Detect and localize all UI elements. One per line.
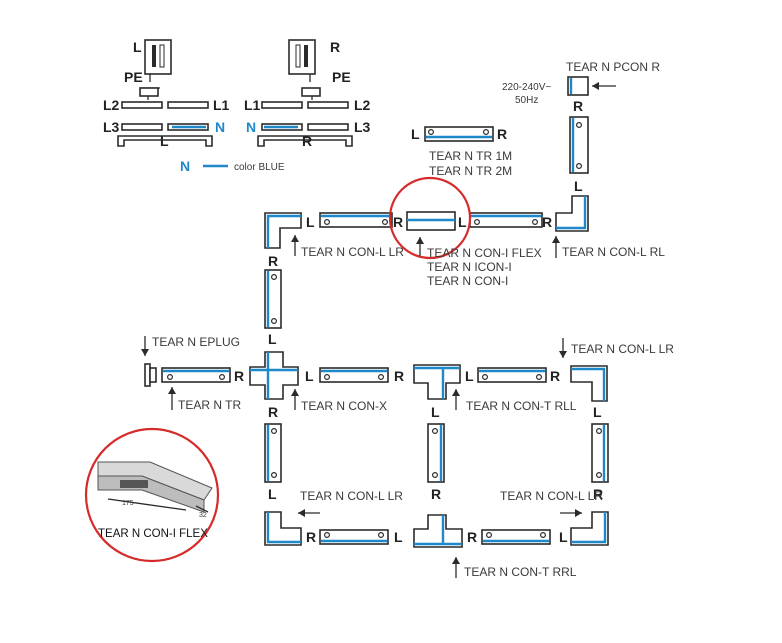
con-l-rl-label: TEAR N CON-L RL	[562, 245, 665, 259]
track-vertical-top-right	[569, 116, 589, 174]
tr12-r-letter: R	[497, 126, 507, 142]
pcon-r-letter: R	[573, 98, 583, 114]
inset-flex-connector: 175 32 TEAR N CON-I FLEX	[84, 427, 220, 563]
tee-con-t-rll	[413, 364, 461, 400]
pcon-connector	[567, 76, 589, 96]
wiring-left-pe: PE	[124, 69, 143, 85]
flex-label-2: TEAR N ICON-I	[427, 260, 512, 274]
legend-text: color BLUE	[234, 162, 285, 173]
frequency-label: 50Hz	[515, 95, 538, 106]
corner-con-l-top-right	[555, 195, 589, 232]
con-l-lr-top-label: TEAR N CON-L LR	[301, 245, 404, 259]
pcon-label: TEAR N PCON R	[566, 60, 660, 74]
track-row2-a	[319, 367, 389, 383]
row1-r1: R	[393, 214, 403, 230]
end-plug	[144, 363, 157, 387]
track-row3-a	[319, 529, 389, 545]
col-right-r: R	[593, 486, 603, 502]
wiring-right-l2: L2	[354, 97, 371, 113]
voltage-label: 220-240V~	[502, 82, 551, 93]
eplug-label: TEAR N EPLUG	[152, 335, 240, 349]
row2-r3: R	[550, 368, 560, 384]
inset-dim-b: 32	[199, 512, 207, 519]
plug-icon-right	[288, 39, 316, 75]
wiring-right-n: N	[246, 119, 256, 135]
row2-l1: L	[305, 368, 314, 384]
track-row3-b	[481, 529, 551, 545]
row2-r1: R	[234, 368, 244, 384]
wiring-left-bottom: L	[160, 133, 169, 149]
con-l-lr-right-label: TEAR N CON-L LR	[571, 342, 674, 356]
con-x-label: TEAR N CON-X	[301, 399, 387, 413]
wiring-left-l3: L3	[103, 119, 120, 135]
track-col-left-b	[264, 423, 282, 483]
track-col-left-a	[264, 269, 282, 329]
col-left-l2: L	[268, 486, 277, 502]
row3-r2: R	[467, 529, 477, 545]
corner-con-l-top-left	[264, 212, 302, 249]
con-i-flex-connector	[406, 211, 456, 231]
row3-l2: L	[559, 529, 568, 545]
track-row1-b	[469, 212, 543, 228]
track-col-right	[591, 423, 609, 483]
con-t-rrl-label: TEAR N CON-T RRL	[464, 565, 577, 579]
col-mid-r: R	[431, 486, 441, 502]
wiring-right-bottom: R	[302, 133, 312, 149]
row2-r2: R	[394, 368, 404, 384]
wiring-right-top-label: R	[330, 39, 340, 55]
tr12-l-letter: L	[411, 126, 420, 142]
track-col-mid	[427, 423, 445, 483]
corner-con-l-bottom-right	[570, 511, 609, 546]
highlight-circle	[388, 176, 472, 260]
row3-r1: R	[306, 529, 316, 545]
wiring-diagram-right: R PE L1 L2 N L3 R	[244, 39, 371, 149]
tee-con-t-rrl	[413, 514, 463, 548]
con-t-rll-label: TEAR N CON-T RLL	[466, 399, 577, 413]
legend-n: N	[180, 158, 190, 174]
tr-right-l-letter: L	[574, 178, 583, 194]
col-left-r2: R	[268, 404, 278, 420]
track-row2-tr	[161, 367, 231, 383]
tr-label: TEAR N TR	[178, 398, 241, 412]
row3-l1: L	[394, 529, 403, 545]
track-row1-a	[319, 212, 393, 228]
wiring-left-n: N	[215, 119, 225, 135]
row2-l2: L	[465, 368, 474, 384]
tr1m-label: TEAR N TR 1M	[429, 149, 512, 163]
col-left-r1: R	[268, 253, 278, 269]
corner-con-l-mid-right	[570, 365, 608, 402]
wiring-right-l1: L1	[244, 97, 261, 113]
wiring-diagram-left: L PE L2 L1 L3 N L	[103, 39, 230, 149]
con-l-lr-br-label: TEAR N CON-L LR	[500, 489, 603, 503]
row1-r2: R	[542, 214, 552, 230]
wiring-right-l3: L3	[354, 119, 371, 135]
track-tr-1m	[424, 126, 494, 142]
corner-con-l-bottom-left	[264, 511, 302, 546]
col-mid-l: L	[431, 404, 440, 420]
flex-label-3: TEAR N CON-I	[427, 274, 508, 288]
inset-label: TEAR N CON-I FLEX	[98, 528, 208, 540]
flex-label-1: TEAR N CON-I FLEX	[427, 246, 542, 260]
row1-l2: L	[458, 214, 467, 230]
col-left-l1: L	[268, 331, 277, 347]
col-right-l: L	[593, 404, 602, 420]
inset-circle	[84, 427, 220, 563]
wiring-left-top-label: L	[133, 39, 142, 55]
wiring-left-l1: L1	[213, 97, 230, 113]
tr2m-label: TEAR N TR 2M	[429, 164, 512, 178]
con-l-lr-bl-label: TEAR N CON-L LR	[300, 489, 403, 503]
plug-icon	[144, 39, 172, 75]
inset-dim-a: 175	[122, 500, 134, 507]
track-row2-b	[477, 367, 547, 383]
row1-l1: L	[306, 214, 315, 230]
wiring-left-l2: L2	[103, 97, 120, 113]
flex-connector-photo-icon	[97, 461, 213, 513]
color-legend: N color BLUE	[180, 158, 285, 174]
cross-con-x	[249, 351, 299, 400]
wiring-right-pe: PE	[332, 69, 351, 85]
